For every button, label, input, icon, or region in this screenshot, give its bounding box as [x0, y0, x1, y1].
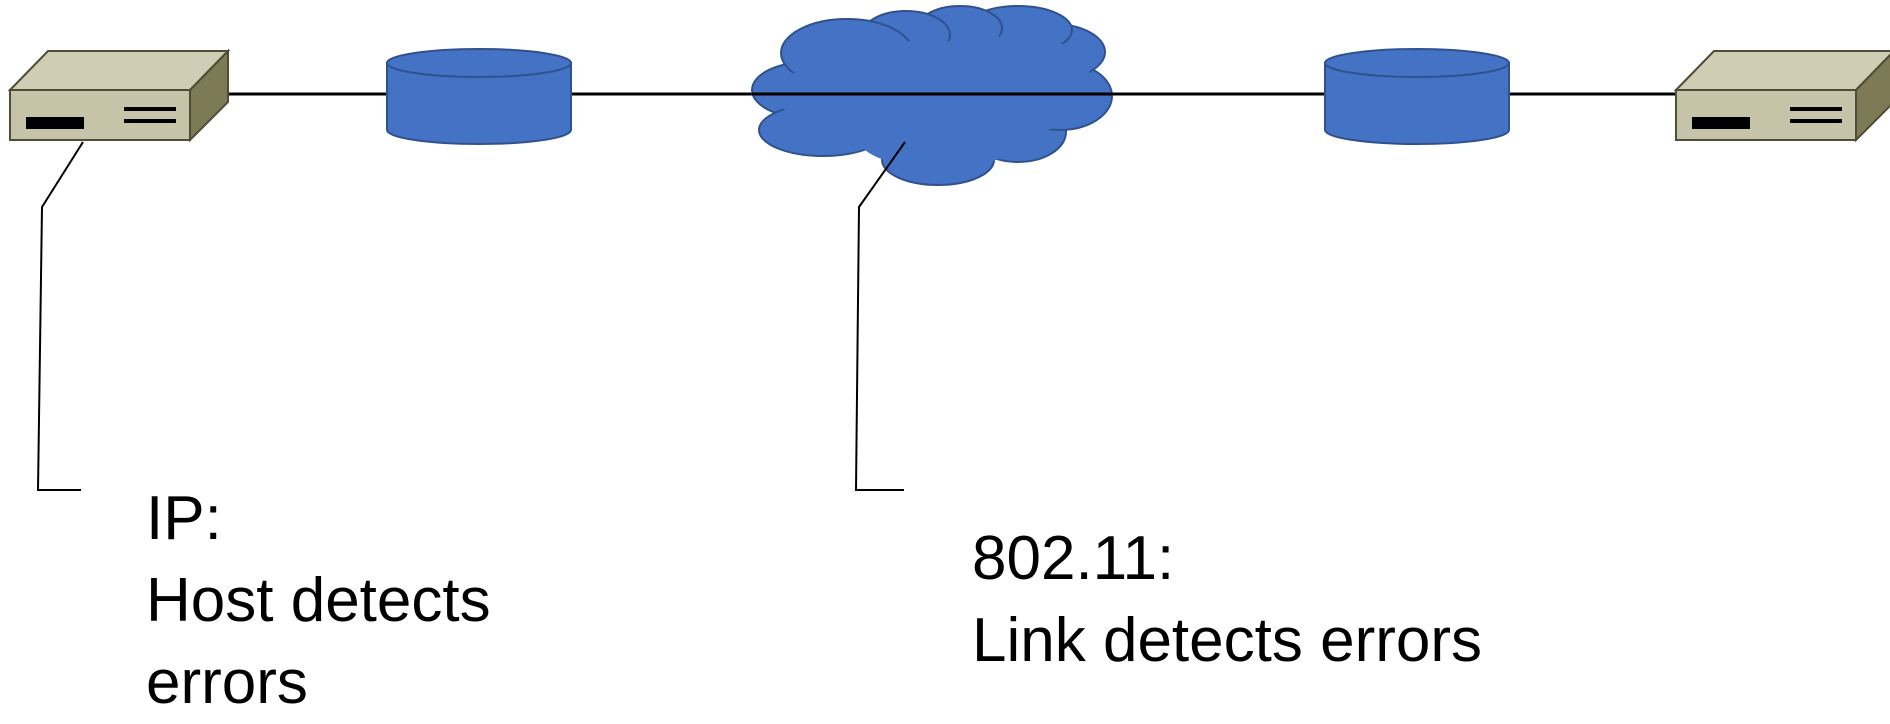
- host-icon: [7, 48, 231, 143]
- link-annotation: 802.11: Link detects errors: [972, 518, 1482, 682]
- ip-annotation: IP: Host detects errors: [146, 478, 491, 724]
- host-icon: [1673, 50, 1890, 143]
- ip-annotation-line: errors: [146, 648, 308, 717]
- ip-annotation-line: Host detects: [146, 566, 491, 635]
- callout-line-link: [854, 141, 906, 491]
- router-icon: [386, 48, 572, 145]
- link-annotation-line: Link detects errors: [972, 606, 1482, 675]
- ip-annotation-line: IP:: [146, 484, 222, 553]
- cloud-icon: [751, 5, 1113, 186]
- router-icon: [1324, 48, 1510, 145]
- callout-line-ip: [36, 141, 84, 491]
- link-annotation-line: 802.11:: [972, 524, 1175, 593]
